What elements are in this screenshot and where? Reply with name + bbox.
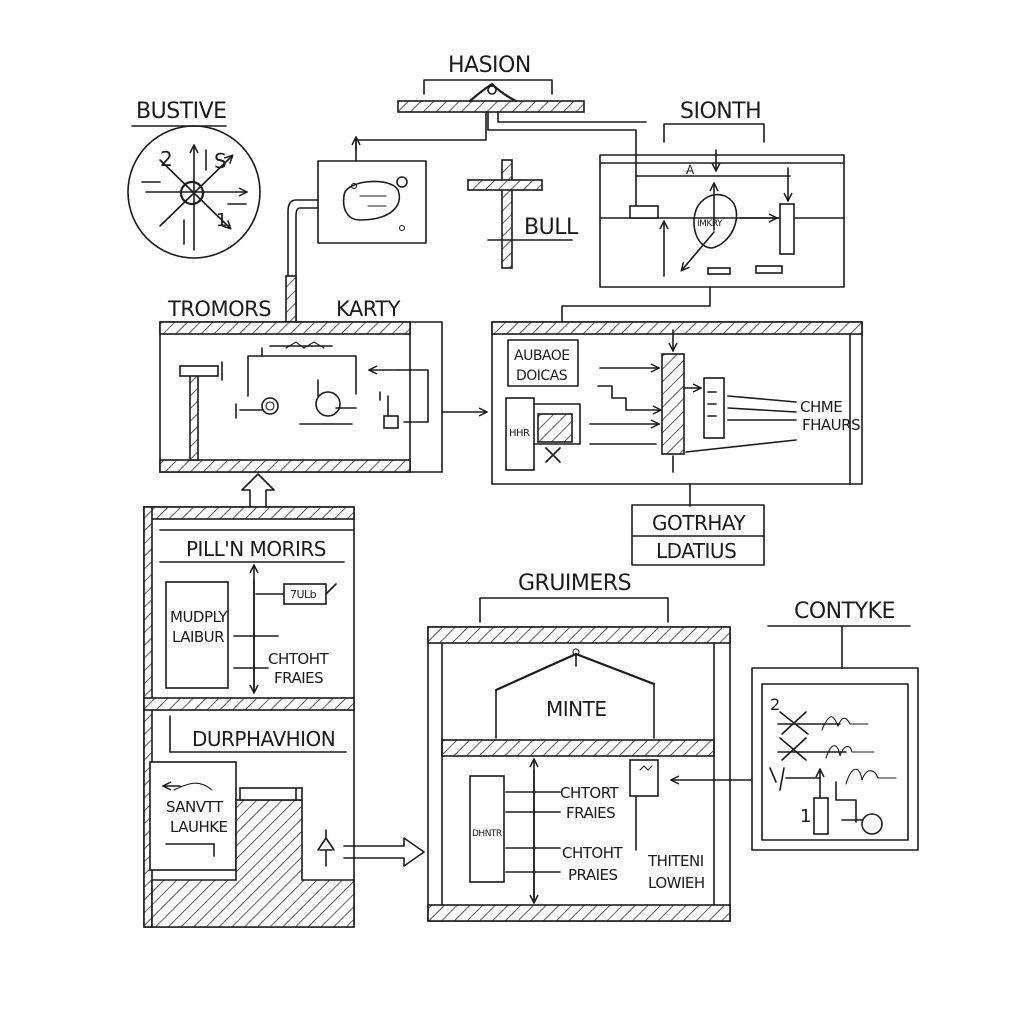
karty-label: KARTY	[336, 297, 401, 321]
aubaoe-column	[661, 353, 685, 455]
chtoht-1-label: CHTOHT	[268, 650, 330, 668]
chtoht-2-label: CHTOHT	[562, 844, 624, 862]
left-column-group: PILL'N MORIRS MUDPLY LAIBUR 7ULb CHTOHT …	[143, 506, 425, 928]
aubaoe-label: AUBAOE	[514, 348, 570, 364]
hasion-beam-group: HASION	[397, 53, 647, 211]
sionth-bar	[779, 203, 795, 255]
dhntr-label: DHNTR	[472, 829, 502, 839]
gotrhay-box	[631, 504, 765, 566]
sanvtt-box	[149, 761, 237, 871]
sanvtt-label: SANVTT	[166, 798, 224, 816]
hasion-label: HASION	[448, 53, 531, 78]
aubaoe-panel-group: AUBAOE DOICAS HHR CHME FHAURS	[491, 321, 863, 507]
bull-label: BULL	[524, 215, 579, 240]
lauhke-label: LAUHKE	[170, 818, 228, 836]
frares-1-label: FRAIES	[274, 669, 323, 687]
chme-label: CHME	[800, 398, 842, 416]
tromors-label: TROMORS	[167, 297, 271, 321]
sensor-box-group	[285, 111, 487, 323]
doicas-label: DOICAS	[516, 368, 568, 384]
chtort-label: CHTORT	[560, 784, 620, 802]
gotrhay-label: GOTRHAY	[652, 511, 747, 535]
gruimers-label: GRUIMERS	[518, 571, 631, 596]
compass-icon	[127, 125, 261, 259]
mudply-label: MUDPLY	[170, 608, 228, 626]
laibur-label: LAIBUR	[172, 628, 224, 646]
compass-num-s: S	[214, 149, 226, 173]
frares-2-label: FRAIES	[566, 804, 615, 822]
fhaurs-label: FHAURS	[802, 416, 860, 434]
hhr-label: HHR	[509, 428, 530, 439]
sionth-panel-group: SIONTH A IMKRY	[561, 99, 845, 323]
contyke-panel	[751, 667, 919, 851]
hasion-beam	[397, 100, 585, 113]
lowieh-label: LOWIEH	[648, 874, 705, 892]
bustive-compass-group: BUSTIVE 2 S 1	[127, 99, 261, 259]
durphavhion-label: DURPHAVHION	[192, 727, 335, 751]
gotrhay-box-group: GOTRHAY LDATIUS	[631, 504, 765, 566]
praes-label: PRAIES	[568, 866, 618, 884]
thiteni-label: THITENI	[647, 852, 704, 870]
bull-cross-vertical	[501, 159, 513, 269]
contyke-label: CONTYKE	[794, 599, 895, 624]
bustive-label: BUSTIVE	[136, 99, 227, 124]
contyke-num-1: 1	[800, 806, 811, 827]
pilln-morirs-label: PILL'N MORIRS	[186, 537, 326, 561]
sionth-mkry: IMKRY	[697, 219, 723, 229]
bull-cross-horizontal	[467, 179, 543, 191]
bull-cross-group: BULL	[467, 159, 579, 269]
sensor-box	[317, 160, 427, 244]
ldatius-label: LDATIUS	[656, 539, 736, 563]
compass-num-1: 1	[216, 210, 227, 231]
contyke-num-2: 2	[770, 695, 780, 714]
tromors-panel-group: TROMORS KARTY	[159, 297, 486, 511]
mudply-box	[165, 581, 229, 689]
contyke-panel-group: CONTYKE 2 1	[751, 599, 919, 851]
sionth-marker-a: A	[686, 163, 695, 177]
sionth-label: SIONTH	[680, 99, 761, 124]
sionth-panel	[599, 154, 845, 288]
minte-label: MINTE	[546, 697, 606, 721]
compass-num-2: 2	[160, 147, 172, 171]
gruimers-box-group: GRUIMERS MINTE DHNTR CHTORT FRAIES CHTOH…	[427, 571, 753, 922]
dhntr-box	[469, 775, 505, 883]
tuly-tag: 7ULb	[290, 588, 317, 601]
